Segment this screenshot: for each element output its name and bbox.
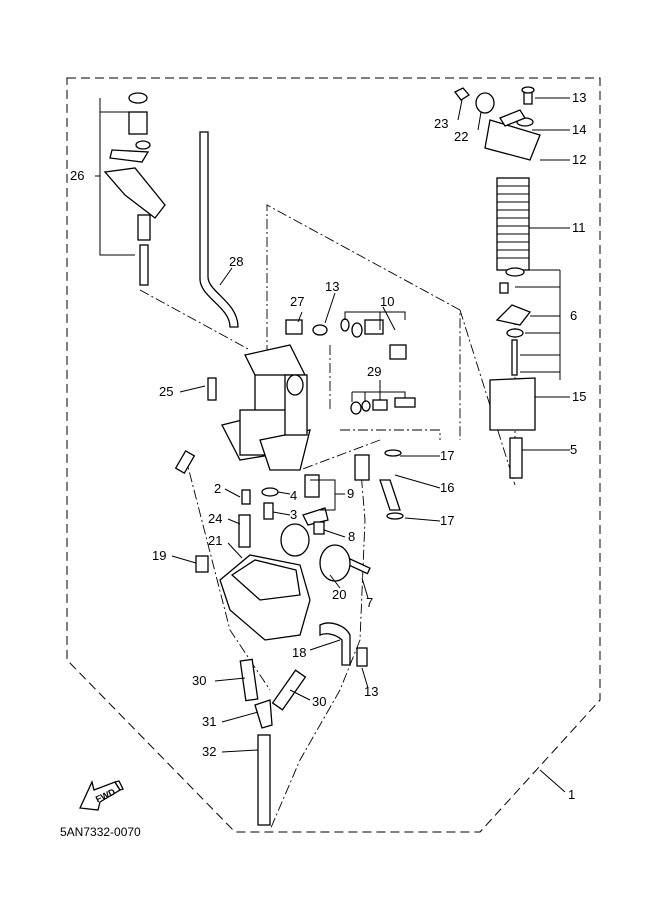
guide-line bbox=[184, 454, 271, 691]
float-chamber bbox=[219, 554, 311, 641]
callout: 26 bbox=[70, 168, 84, 183]
drain-hoses bbox=[239, 658, 307, 826]
callout: 5 bbox=[570, 442, 577, 457]
callout: 7 bbox=[366, 595, 373, 610]
callout: 18 bbox=[292, 645, 306, 660]
callout: 13 bbox=[325, 279, 339, 294]
starter-plunger-parts bbox=[99, 92, 166, 286]
callout: 13 bbox=[572, 90, 586, 105]
throttle-valve-parts bbox=[489, 267, 536, 479]
callout: 30 bbox=[192, 673, 206, 688]
callout: 1 bbox=[568, 787, 575, 802]
callout: 6 bbox=[570, 308, 577, 323]
leader-lines bbox=[95, 97, 570, 793]
callout: 19 bbox=[152, 548, 166, 563]
callout: 17 bbox=[440, 513, 454, 528]
callout: 31 bbox=[202, 714, 216, 729]
fwd-arrow-icon: FWD bbox=[79, 780, 124, 811]
callout: 12 bbox=[572, 152, 586, 167]
vent-tube bbox=[199, 131, 239, 328]
callout: 14 bbox=[572, 122, 586, 137]
callout: 15 bbox=[572, 389, 586, 404]
callout: 32 bbox=[202, 744, 216, 759]
callout: 30 bbox=[312, 694, 326, 709]
callouts: 13 23 14 22 12 11 6 15 5 26 28 27 13 10 … bbox=[70, 90, 586, 802]
drawing-code: 5AN7332-0070 bbox=[60, 825, 141, 839]
callout: 22 bbox=[454, 129, 468, 144]
carburetor-body bbox=[221, 344, 311, 471]
callout: 4 bbox=[290, 488, 297, 503]
inner-boundary bbox=[266, 204, 461, 440]
spring bbox=[496, 177, 530, 271]
guide-line bbox=[459, 309, 516, 486]
callout: 23 bbox=[434, 116, 448, 131]
callout: 29 bbox=[367, 364, 381, 379]
callout: 10 bbox=[380, 294, 394, 309]
assembly-boundary bbox=[66, 77, 601, 833]
callout: 17 bbox=[440, 448, 454, 463]
callout: 24 bbox=[208, 511, 222, 526]
small-parts bbox=[174, 318, 416, 667]
callout: 3 bbox=[290, 507, 297, 522]
callout: 28 bbox=[229, 254, 243, 269]
callout: 16 bbox=[440, 480, 454, 495]
callout: 27 bbox=[290, 294, 304, 309]
top-cover-parts bbox=[454, 86, 541, 161]
guide-line bbox=[139, 289, 251, 351]
callout: 21 bbox=[208, 533, 222, 548]
callout: 9 bbox=[347, 486, 354, 501]
callout: 8 bbox=[348, 529, 355, 544]
callout: 2 bbox=[214, 481, 221, 496]
callout: 20 bbox=[332, 587, 346, 602]
callout: 13 bbox=[364, 684, 378, 699]
guide-line bbox=[340, 429, 441, 440]
callout: 25 bbox=[159, 384, 173, 399]
callout: 11 bbox=[572, 220, 586, 235]
